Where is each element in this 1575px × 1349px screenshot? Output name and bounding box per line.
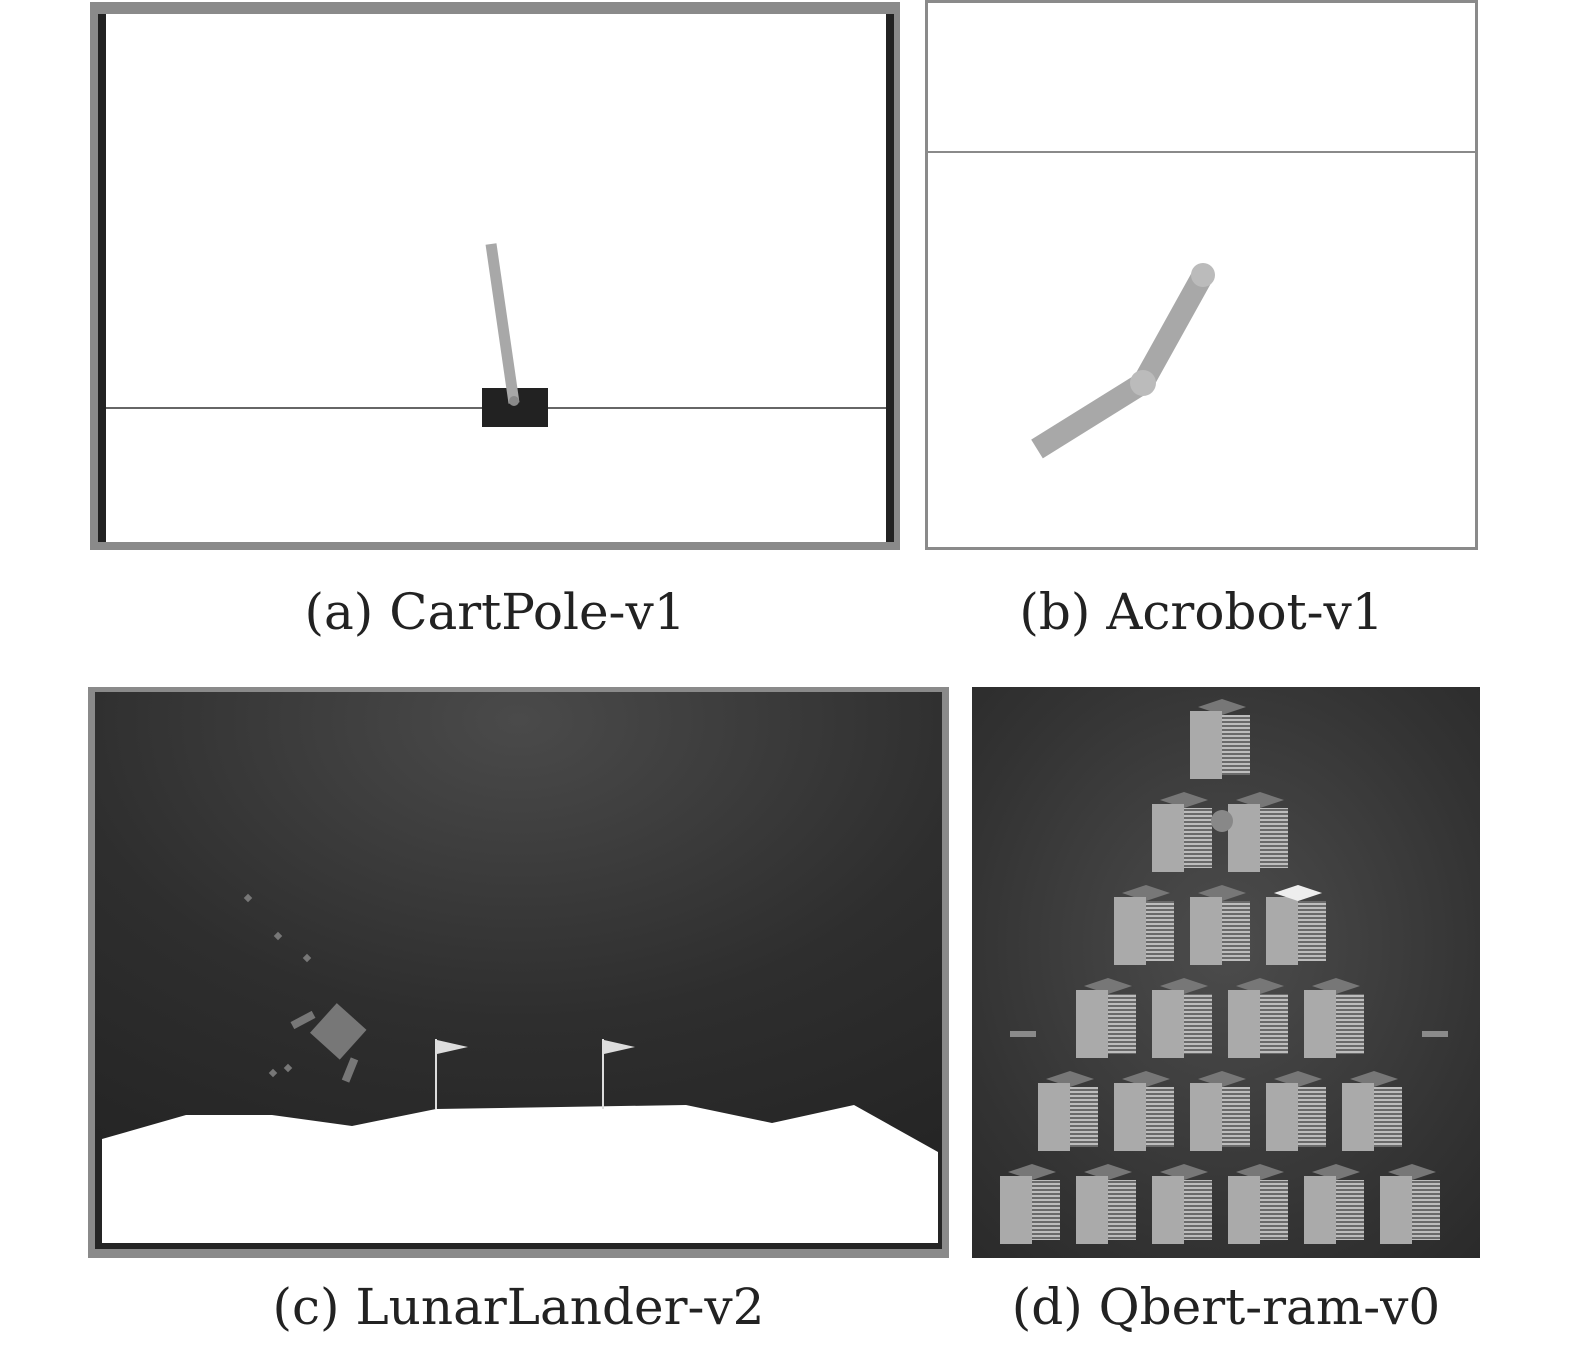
cube-right-face xyxy=(1374,1087,1402,1147)
cube-left-face xyxy=(1266,897,1298,965)
qbert-cube xyxy=(1000,1164,1060,1244)
cube-left-face xyxy=(1342,1083,1374,1151)
qbert-cube xyxy=(1076,1164,1136,1244)
qbert-character xyxy=(1211,810,1233,832)
qbert-scene xyxy=(972,687,1480,1258)
exhaust-particle xyxy=(273,931,283,941)
acrobot-joint xyxy=(1130,370,1156,396)
cube-right-face xyxy=(1336,1180,1364,1240)
lunar-ground xyxy=(102,1105,938,1243)
cube-left-face xyxy=(1114,897,1146,965)
qbert-background xyxy=(972,687,1480,1258)
acrobot-tip xyxy=(1191,263,1215,287)
acrobot-scene xyxy=(925,0,1478,550)
cube-right-face xyxy=(1184,808,1212,868)
cube-right-face xyxy=(1222,715,1250,775)
qbert-cube xyxy=(1304,978,1364,1058)
cube-right-face xyxy=(1412,1180,1440,1240)
cube-left-face xyxy=(1380,1176,1412,1244)
cube-right-face xyxy=(1298,1087,1326,1147)
lunarlander-scene xyxy=(88,687,949,1258)
qbert-cube xyxy=(1228,978,1288,1058)
qbert-cube xyxy=(1228,792,1288,872)
pole xyxy=(485,243,520,404)
cube-left-face xyxy=(1076,1176,1108,1244)
cube-left-face xyxy=(1076,990,1108,1058)
exhaust-particle xyxy=(268,1068,278,1078)
caption-cartpole: (a) CartPole-v1 xyxy=(304,583,686,641)
qbert-cube xyxy=(1342,1071,1402,1151)
cube-left-face xyxy=(1304,1176,1336,1244)
acrobot-link-1 xyxy=(1031,373,1149,459)
cube-right-face xyxy=(1108,994,1136,1054)
qbert-cube xyxy=(1152,1164,1212,1244)
flag-left xyxy=(437,1040,468,1054)
cube-left-face xyxy=(1304,990,1336,1058)
lunarlander-frame xyxy=(88,687,949,1258)
qbert-cube xyxy=(1266,1071,1326,1151)
caption-qbert: (d) Qbert-ram-v0 xyxy=(1011,1278,1441,1336)
flag-right xyxy=(604,1040,635,1054)
cube-left-face xyxy=(1152,990,1184,1058)
cube-pyramid xyxy=(1000,699,1440,1244)
cube-left-face xyxy=(1228,990,1260,1058)
cube-right-face xyxy=(1222,1087,1250,1147)
cube-left-face xyxy=(1152,804,1184,872)
cube-top-highlighted xyxy=(1274,885,1322,901)
cube-right-face xyxy=(1032,1180,1060,1240)
cube-left-face xyxy=(1190,1083,1222,1151)
cube-right-face xyxy=(1108,1180,1136,1240)
cube-right-face xyxy=(1146,901,1174,961)
side-disc-right xyxy=(1422,1031,1448,1037)
pole-axle xyxy=(509,396,519,406)
qbert-cube xyxy=(1190,885,1250,965)
cube-left-face xyxy=(1114,1083,1146,1151)
cube-left-face xyxy=(1152,1176,1184,1244)
qbert-frame xyxy=(972,687,1480,1258)
caption-lunarlander: (c) LunarLander-v2 xyxy=(272,1278,765,1336)
qbert-cube xyxy=(1076,978,1136,1058)
acrobot-frame xyxy=(925,0,1478,550)
left-edge xyxy=(98,14,106,542)
cartpole-scene xyxy=(90,2,900,550)
cube-left-face xyxy=(1190,711,1222,779)
cube-right-face xyxy=(1260,994,1288,1054)
cube-left-face xyxy=(1000,1176,1032,1244)
cube-left-face xyxy=(1228,804,1260,872)
cube-right-face xyxy=(1260,1180,1288,1240)
cube-right-face xyxy=(1146,1087,1174,1147)
cube-right-face xyxy=(1336,994,1364,1054)
acrobot-link-2 xyxy=(1132,264,1214,394)
cube-right-face xyxy=(1222,901,1250,961)
qbert-cube xyxy=(1380,1164,1440,1244)
exhaust-particle xyxy=(302,953,312,963)
cartpole-frame xyxy=(90,2,900,550)
exhaust-particle xyxy=(283,1063,293,1073)
qbert-cube xyxy=(1114,885,1174,965)
cube-left-face xyxy=(1190,897,1222,965)
cube-left-face xyxy=(1038,1083,1070,1151)
lander-body xyxy=(310,1003,367,1060)
right-edge xyxy=(886,14,894,542)
caption-acrobot: (b) Acrobot-v1 xyxy=(1019,583,1384,641)
side-disc-left xyxy=(1010,1031,1036,1037)
qbert-cube xyxy=(1038,1071,1098,1151)
qbert-cube xyxy=(1190,1071,1250,1151)
cube-left-face xyxy=(1266,1083,1298,1151)
cube-right-face xyxy=(1260,808,1288,868)
cube-right-face xyxy=(1070,1087,1098,1147)
cube-left-face xyxy=(1228,1176,1260,1244)
lander-leg-right xyxy=(341,1057,359,1083)
qbert-cube xyxy=(1304,1164,1364,1244)
qbert-cube xyxy=(1152,792,1212,872)
qbert-cube xyxy=(1152,978,1212,1058)
cube-right-face xyxy=(1184,994,1212,1054)
qbert-cube xyxy=(1228,1164,1288,1244)
lander-leg-left xyxy=(290,1010,316,1030)
qbert-cube xyxy=(1114,1071,1174,1151)
cube-right-face xyxy=(1184,1180,1212,1240)
cube-right-face xyxy=(1298,901,1326,961)
qbert-cube xyxy=(1190,699,1250,779)
